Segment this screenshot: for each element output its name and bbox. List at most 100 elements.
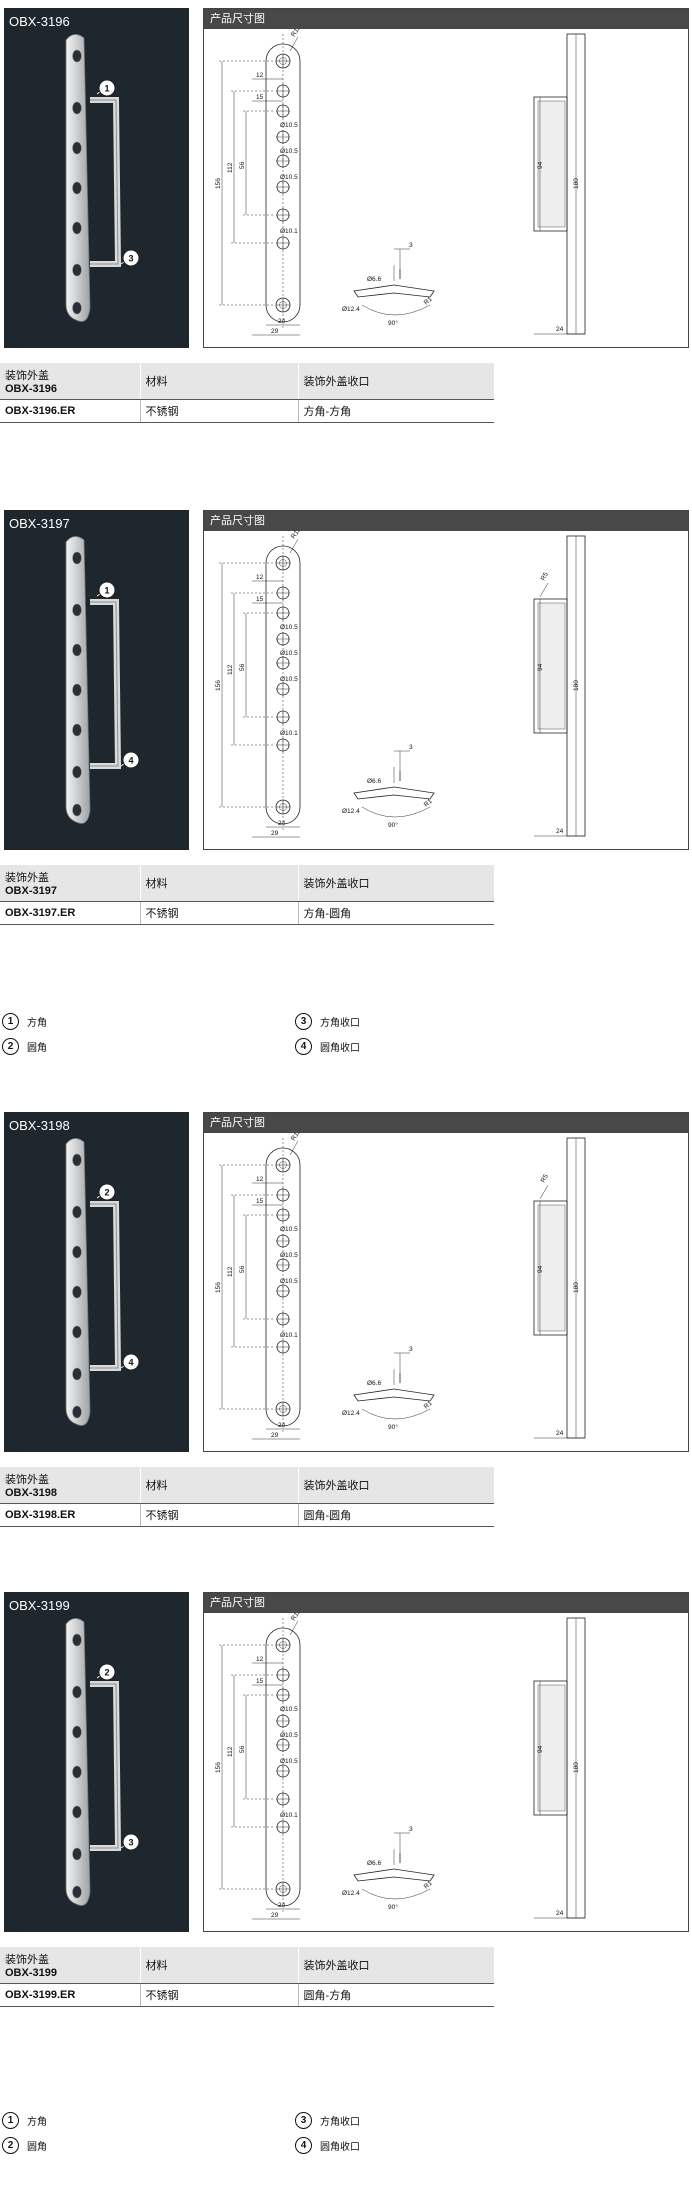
dim-vertical-h1: 156 — [215, 1282, 222, 1293]
dim-vertical-h1: 156 — [215, 680, 222, 691]
side-view-cover — [533, 96, 568, 232]
plate-hole — [72, 1685, 82, 1699]
plate-hole — [72, 1805, 82, 1819]
side-view-cover — [533, 598, 568, 734]
plate-hole — [72, 603, 82, 617]
marker-badge — [122, 1353, 140, 1371]
dim-vertical-h3: 56 — [239, 161, 246, 169]
spec-material: 不锈钢 — [139, 901, 298, 925]
spec-code: OBX-3198.ER — [0, 1503, 140, 1527]
spec-code: OBX-3199.ER — [0, 1983, 140, 2007]
spec-finish: 圆角-圆角 — [297, 1503, 494, 1527]
hinge-plate-image: 24 — [65, 1138, 140, 1426]
header-model-code: OBX-3199 — [5, 1966, 57, 1979]
dim-side-width: 24 — [556, 828, 564, 835]
dim-vertical-h3: 56 — [239, 1265, 246, 1273]
dim-hole-4: Ø10.1 — [280, 1332, 298, 1339]
side-view-cover — [533, 1200, 568, 1336]
marker-badge — [98, 1663, 116, 1681]
dim-side-inner: 94 — [537, 161, 544, 169]
dim-countersink: Ø6.6 — [367, 1860, 381, 1867]
cover-shape — [90, 1681, 122, 1851]
dim-outer-diameter: Ø12.4 — [342, 1890, 360, 1897]
marker-badge — [98, 79, 116, 97]
dim-29: 29 — [271, 1912, 279, 1919]
dim-countersink: Ø6.6 — [367, 276, 381, 283]
marker-number: 3 — [128, 1838, 133, 1848]
dim-side-inner: 94 — [537, 1745, 544, 1753]
dim-vertical-h2: 112 — [227, 1266, 234, 1277]
legend-number: 2 — [2, 2137, 19, 2154]
dim-29: 29 — [271, 1432, 279, 1439]
dim-vertical-h2: 112 — [227, 162, 234, 173]
dim-side-radius: R5 — [540, 571, 550, 582]
hinge-plate-image: 13 — [65, 34, 140, 322]
marker-number: 3 — [128, 254, 133, 264]
detail-section — [353, 1868, 435, 1882]
dim-angle: 90° — [388, 1423, 398, 1431]
plate-hole — [72, 1633, 82, 1647]
front-view-outline — [265, 545, 301, 825]
dim-countersink: Ø6.6 — [367, 1380, 381, 1387]
spec-material: 不锈钢 — [139, 1503, 298, 1527]
photo-model-label: OBX-3197 — [9, 516, 70, 531]
drawing-header: 产品尺寸图 — [204, 9, 688, 29]
dim-side-height: 180 — [573, 1282, 580, 1293]
plate-hole — [72, 1285, 82, 1299]
legend-label: 方角 — [27, 2117, 47, 2128]
dim-countersink: Ø6.6 — [367, 778, 381, 785]
drawing-header: 产品尺寸图 — [204, 1113, 688, 1133]
dim-24: 24 — [278, 1902, 286, 1909]
dim-radius: R12 — [290, 29, 303, 38]
dim-side-height: 180 — [573, 1762, 580, 1773]
plate-hole — [72, 1847, 82, 1861]
dim-r1: R1 — [423, 296, 434, 307]
dim-side-width: 24 — [556, 1430, 564, 1437]
header-finish: 装饰外盖收口 — [297, 865, 494, 902]
legend-number: 3 — [295, 1013, 312, 1030]
dim-15: 15 — [256, 1198, 264, 1205]
front-view-outline — [265, 1147, 301, 1427]
header-finish: 装饰外盖收口 — [297, 1947, 494, 1984]
dim-thickness: 3 — [409, 1826, 413, 1833]
photo-model-label: OBX-3196 — [9, 14, 70, 29]
plate-hole — [72, 1725, 82, 1739]
dim-thickness: 3 — [409, 744, 413, 751]
header-cover-label: 装饰外盖 — [5, 871, 49, 884]
dim-12: 12 — [256, 1176, 264, 1183]
plate-hole — [72, 723, 82, 737]
plate-shape — [65, 34, 91, 322]
marker-number: 4 — [128, 1358, 133, 1368]
marker-number: 1 — [104, 586, 109, 596]
dim-29: 29 — [271, 328, 279, 335]
dim-thickness: 3 — [409, 1346, 413, 1353]
legend-label: 方角 — [27, 1018, 47, 1029]
plate-hole — [72, 1205, 82, 1219]
header-finish: 装饰外盖收口 — [297, 1467, 494, 1504]
dim-hole-1: Ø10.5 — [280, 1706, 298, 1713]
photo-model-label: OBX-3198 — [9, 1118, 70, 1133]
dim-hole-2: Ø10.5 — [280, 650, 298, 657]
dim-hole-3: Ø10.5 — [280, 1278, 298, 1285]
dim-15: 15 — [256, 1678, 264, 1685]
marker-number: 1 — [104, 84, 109, 94]
dim-hole-1: Ø10.5 — [280, 122, 298, 129]
dim-24: 24 — [278, 820, 286, 827]
